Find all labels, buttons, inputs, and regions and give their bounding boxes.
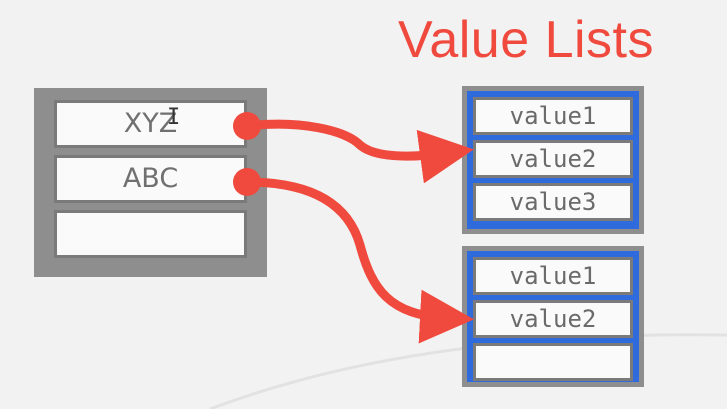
- key-slot-2: ABC: [54, 155, 247, 203]
- value-list-2-slot-3: [473, 343, 633, 381]
- key-slot-3: [54, 210, 247, 258]
- value-list-2: value1 value2: [462, 246, 644, 387]
- arrow-1-line: [242, 119, 474, 184]
- arrow-2-line: [242, 177, 474, 344]
- arrow-abc-to-list-2: [233, 168, 474, 344]
- key-label-1: XYZ: [123, 108, 178, 139]
- page-title: Value Lists: [398, 11, 655, 69]
- key-table: XYZ I ABC: [34, 88, 267, 277]
- key-label-2: ABC: [122, 163, 179, 194]
- value-list-1-slot-2: value2: [473, 140, 633, 178]
- value-list-2-slot-2: value2: [473, 300, 633, 338]
- key-slot-1: XYZ I: [54, 100, 247, 148]
- value-list-1-slot-3: value3: [473, 183, 633, 221]
- value-list-1: value1 value2 value3: [462, 86, 644, 234]
- text-cursor-icon: I: [167, 105, 181, 130]
- arrow-xyz-to-list-1: [233, 112, 474, 184]
- value-list-2-slot-1: value1: [473, 257, 633, 295]
- value-list-1-slot-1: value1: [473, 97, 633, 135]
